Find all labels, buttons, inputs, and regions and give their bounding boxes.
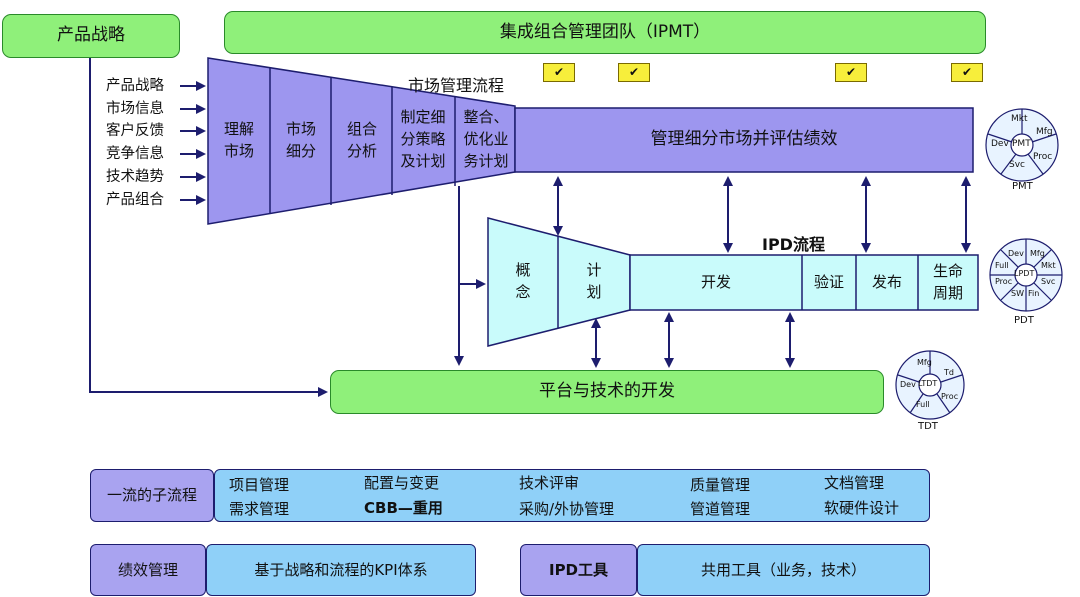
check-icon: ✔: [951, 63, 983, 82]
performance-label: 绩效管理: [90, 544, 206, 596]
check-icon: ✔: [543, 63, 575, 82]
input-label: 产品组合: [106, 192, 164, 208]
ipd-stage-develop: 开发: [700, 273, 731, 292]
market-bar: [514, 107, 974, 173]
input-label: 客户反馈: [106, 123, 164, 139]
platform-tech-box: 平台与技术的开发: [330, 370, 884, 414]
market-bar-label: 管理细分市场并评估绩效: [650, 129, 838, 150]
ipmt-banner: 集成组合管理团队（IPMT）: [224, 11, 986, 54]
input-label: 竞争信息: [106, 146, 164, 162]
subprocess-item: 需求管理: [229, 500, 290, 518]
subprocess-panel: [214, 469, 930, 522]
market-stage: 组合 分析: [346, 120, 377, 160]
wheel-segment: Mfg: [917, 358, 932, 367]
wheel-segment: Mkt: [1041, 261, 1056, 270]
subprocess-item: 采购/外协管理: [519, 500, 615, 518]
market-stage: 制定细 分策略 及计划: [400, 108, 446, 170]
wheel-segment: Full: [995, 261, 1009, 270]
check-icon: ✔: [835, 63, 867, 82]
wheel-segment: Td: [944, 368, 954, 377]
wheel-segment: Fin: [1028, 289, 1040, 298]
wheel-caption: PMT: [1012, 181, 1033, 192]
market-stage: 市场 细分: [285, 120, 316, 160]
ipd-stage-verify: 验证: [813, 273, 844, 292]
tdt-wheel: [895, 350, 965, 420]
wheel-segment: Mfg: [1030, 249, 1045, 258]
ipd-stage-concept: 概 念: [515, 261, 531, 301]
product-strategy-box: 产品战略: [2, 14, 180, 58]
wheel-segment: Proc: [995, 277, 1013, 286]
subprocess-item: CBB—重用: [364, 499, 443, 517]
ipd-stage-lifecycle: 生命 周期: [932, 262, 963, 302]
wheel-center: LPDT: [1014, 269, 1035, 278]
input-label: 市场信息: [106, 101, 164, 117]
wheel-segment: Proc: [941, 392, 959, 401]
subprocess-item: 质量管理: [690, 476, 751, 494]
pdt-wheel: [989, 238, 1063, 312]
subprocess-item: 项目管理: [229, 476, 290, 494]
ipd-label: IPD流程: [762, 235, 825, 254]
subprocess-item: 技术评审: [519, 474, 580, 492]
subprocess-item: 软硬件设计: [824, 499, 900, 517]
wheel-center: LTDT: [918, 379, 938, 388]
wheel-segment: Svc: [1041, 277, 1056, 286]
ipd-funnel: [487, 217, 979, 347]
wheel-segment: Dev: [1008, 249, 1024, 258]
wheel-caption: TDT: [918, 421, 938, 432]
connector-arrows: [89, 58, 971, 397]
wheel-segment: Dev: [991, 139, 1009, 149]
ipd-stage-plan: 计 划: [586, 261, 602, 301]
subprocess-item: 管道管理: [690, 500, 751, 518]
wheel-segment: Svc: [1009, 160, 1025, 170]
wheel-caption: PDT: [1014, 315, 1034, 326]
check-icon: ✔: [618, 63, 650, 82]
ipd-tools-value: 共用工具（业务，技术）: [637, 544, 930, 596]
market-stage: 理解 市场: [223, 120, 254, 160]
market-stage: 整合、 优化业 务计划: [463, 108, 509, 170]
input-label: 技术趋势: [106, 169, 164, 185]
wheel-segment: Mkt: [1011, 114, 1028, 124]
wheel-segment: Mfg: [1036, 127, 1053, 137]
subprocess-label: 一流的子流程: [90, 469, 214, 522]
input-arrows: [180, 81, 206, 205]
subprocess-item: 配置与变更: [364, 474, 440, 492]
subprocess-item: 文档管理: [824, 474, 885, 492]
wheel-segment: Proc: [1033, 152, 1053, 162]
wheel-segment: Full: [916, 400, 930, 409]
wheel-segment: SW: [1011, 289, 1024, 298]
pmt-wheel: [985, 108, 1059, 182]
wheel-center: PMT: [1012, 139, 1031, 149]
market-process-label: 市场管理流程: [408, 76, 505, 95]
ipd-stage-release: 发布: [871, 273, 902, 292]
ipd-tools-label: IPD工具: [520, 544, 637, 596]
performance-value: 基于战略和流程的KPI体系: [206, 544, 476, 596]
input-label: 产品战略: [106, 78, 164, 94]
wheel-segment: Dev: [900, 380, 916, 389]
